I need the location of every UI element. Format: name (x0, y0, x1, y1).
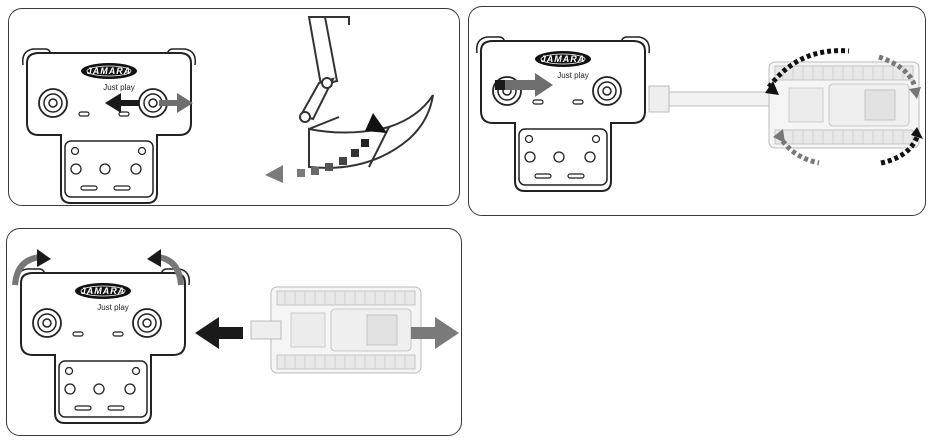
right-stick-arrows (105, 93, 193, 113)
panel-drive-control: JAMARA Just play (6, 228, 462, 436)
panel-rotation-control: JAMARA Just play (468, 6, 926, 216)
brand-tagline: Just play (557, 71, 589, 80)
controller: JAMARA Just play (21, 48, 197, 204)
rotation-arrows (765, 48, 923, 166)
panel-drive-svg: JAMARA Just play (12, 249, 459, 424)
brand-logo: JAMARA (87, 66, 132, 76)
drive-arrows (195, 317, 459, 349)
panel-rotation-svg: JAMARA Just play (475, 36, 923, 192)
brand-logo: JAMARA (541, 54, 586, 64)
brand-tagline: Just play (97, 303, 129, 312)
left-stick-arrow (495, 73, 553, 97)
panel-bucket-control: JAMARA Just play (8, 8, 460, 206)
controller: JAMARA Just play (15, 268, 191, 424)
panel-bucket-svg: JAMARA Just play (21, 16, 434, 204)
excavator-drive (250, 286, 422, 374)
bucket-curl-arrow (265, 113, 387, 183)
brand-tagline: Just play (103, 83, 135, 92)
excavator-rotate (648, 61, 920, 149)
brand-logo: JAMARA (81, 286, 126, 296)
controller: JAMARA Just play (475, 36, 651, 192)
stick-rotate-arrows (12, 249, 184, 286)
